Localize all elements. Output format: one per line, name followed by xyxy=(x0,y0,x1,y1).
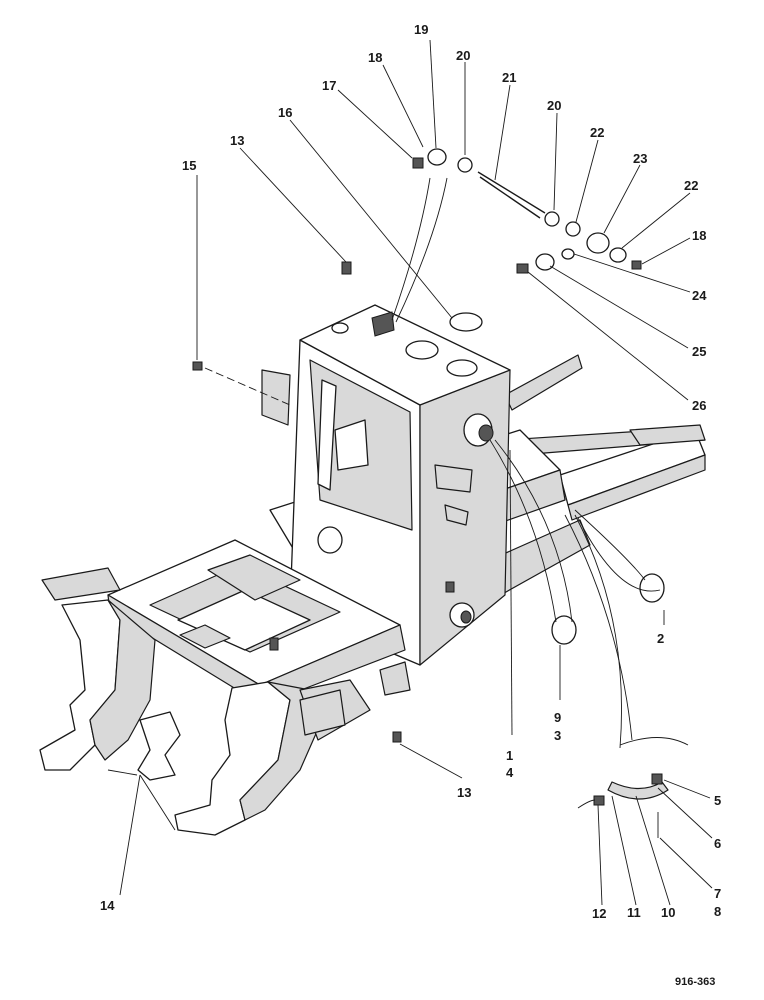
callout-26: 26 xyxy=(692,398,706,413)
callout-1: 1 xyxy=(506,748,513,763)
chassis-frame-drawing xyxy=(39,148,706,836)
callout-labels: 19 18 20 17 21 16 20 22 13 15 23 22 18 2… xyxy=(100,22,721,988)
callout-20-top: 20 xyxy=(456,48,470,63)
callout-2: 2 xyxy=(657,631,664,646)
callout-15: 15 xyxy=(182,158,196,173)
callout-23: 23 xyxy=(633,151,647,166)
callout-5: 5 xyxy=(714,793,721,808)
callout-18-top: 18 xyxy=(368,50,382,65)
callout-9: 9 xyxy=(554,710,561,725)
callout-12: 12 xyxy=(592,906,606,921)
callout-7: 7 xyxy=(714,886,721,901)
callout-3: 3 xyxy=(554,728,561,743)
callout-10: 10 xyxy=(661,905,675,920)
callout-22-top: 22 xyxy=(590,125,604,140)
callout-14: 14 xyxy=(100,898,115,913)
callout-13-bottom: 13 xyxy=(457,785,471,800)
callout-13-top: 13 xyxy=(230,133,244,148)
callout-25: 25 xyxy=(692,344,706,359)
callout-20-right: 20 xyxy=(547,98,561,113)
callout-16: 16 xyxy=(278,105,292,120)
leader-lines xyxy=(107,39,713,906)
callout-8: 8 xyxy=(714,904,721,919)
callout-11: 11 xyxy=(627,905,641,920)
callout-17: 17 xyxy=(322,78,336,93)
callout-4: 4 xyxy=(506,765,514,780)
callout-18-right: 18 xyxy=(692,228,706,243)
callout-24: 24 xyxy=(692,288,707,303)
callout-19: 19 xyxy=(414,22,428,37)
callout-6: 6 xyxy=(714,836,721,851)
drawing-reference: 916-363 xyxy=(675,976,715,988)
callout-21: 21 xyxy=(502,70,516,85)
callout-22-right: 22 xyxy=(684,178,698,193)
